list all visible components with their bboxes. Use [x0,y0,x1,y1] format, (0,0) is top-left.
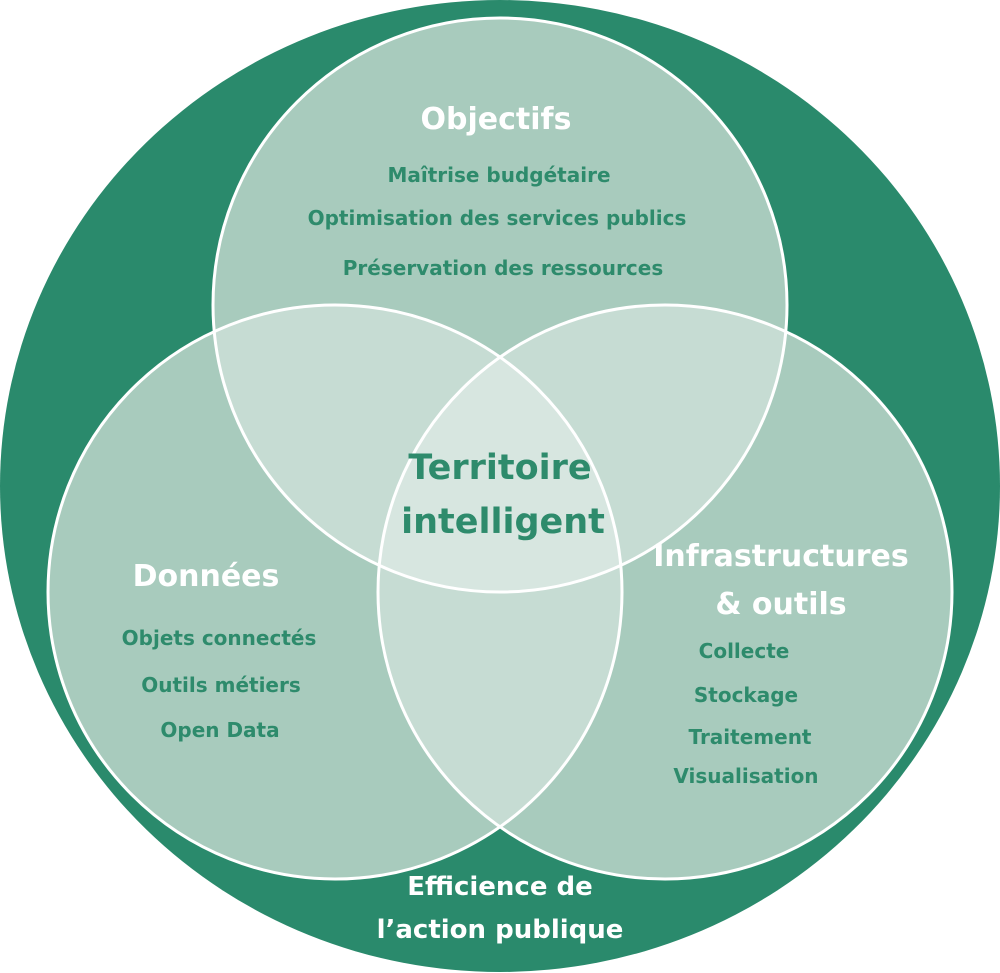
objectifs-title: Objectifs [421,102,572,137]
outer-caption-line1: Efficience de [407,872,593,902]
center-label-line1: Territoire [408,448,591,488]
outer-caption-line2: l’action publique [377,915,624,945]
donnees-item: Objets connectés [122,626,317,650]
infrastructures-item: Stockage [694,683,798,707]
overlap-center [378,305,622,592]
donnees-item: Open Data [160,718,279,742]
circle-infrastructures-outline [376,303,954,881]
objectifs-item: Maîtrise budgétaire [387,163,610,187]
objectifs-item: Optimisation des services publics [308,206,687,230]
infrastructures-item: Visualisation [673,764,818,788]
donnees-item: Outils métiers [141,673,301,697]
donnees-title: Données [133,559,280,594]
infrastructures-title-line2: & outils [715,587,846,622]
center-label-line2: intelligent [401,502,605,542]
circle-donnees-outline [46,303,624,881]
infrastructures-item: Collecte [699,639,790,663]
infrastructures-item: Traitement [689,725,812,749]
circle-objectifs-outline [211,16,789,594]
objectifs-item: Préservation des ressources [343,256,663,280]
infrastructures-title-line1: Infrastructures [653,539,908,574]
